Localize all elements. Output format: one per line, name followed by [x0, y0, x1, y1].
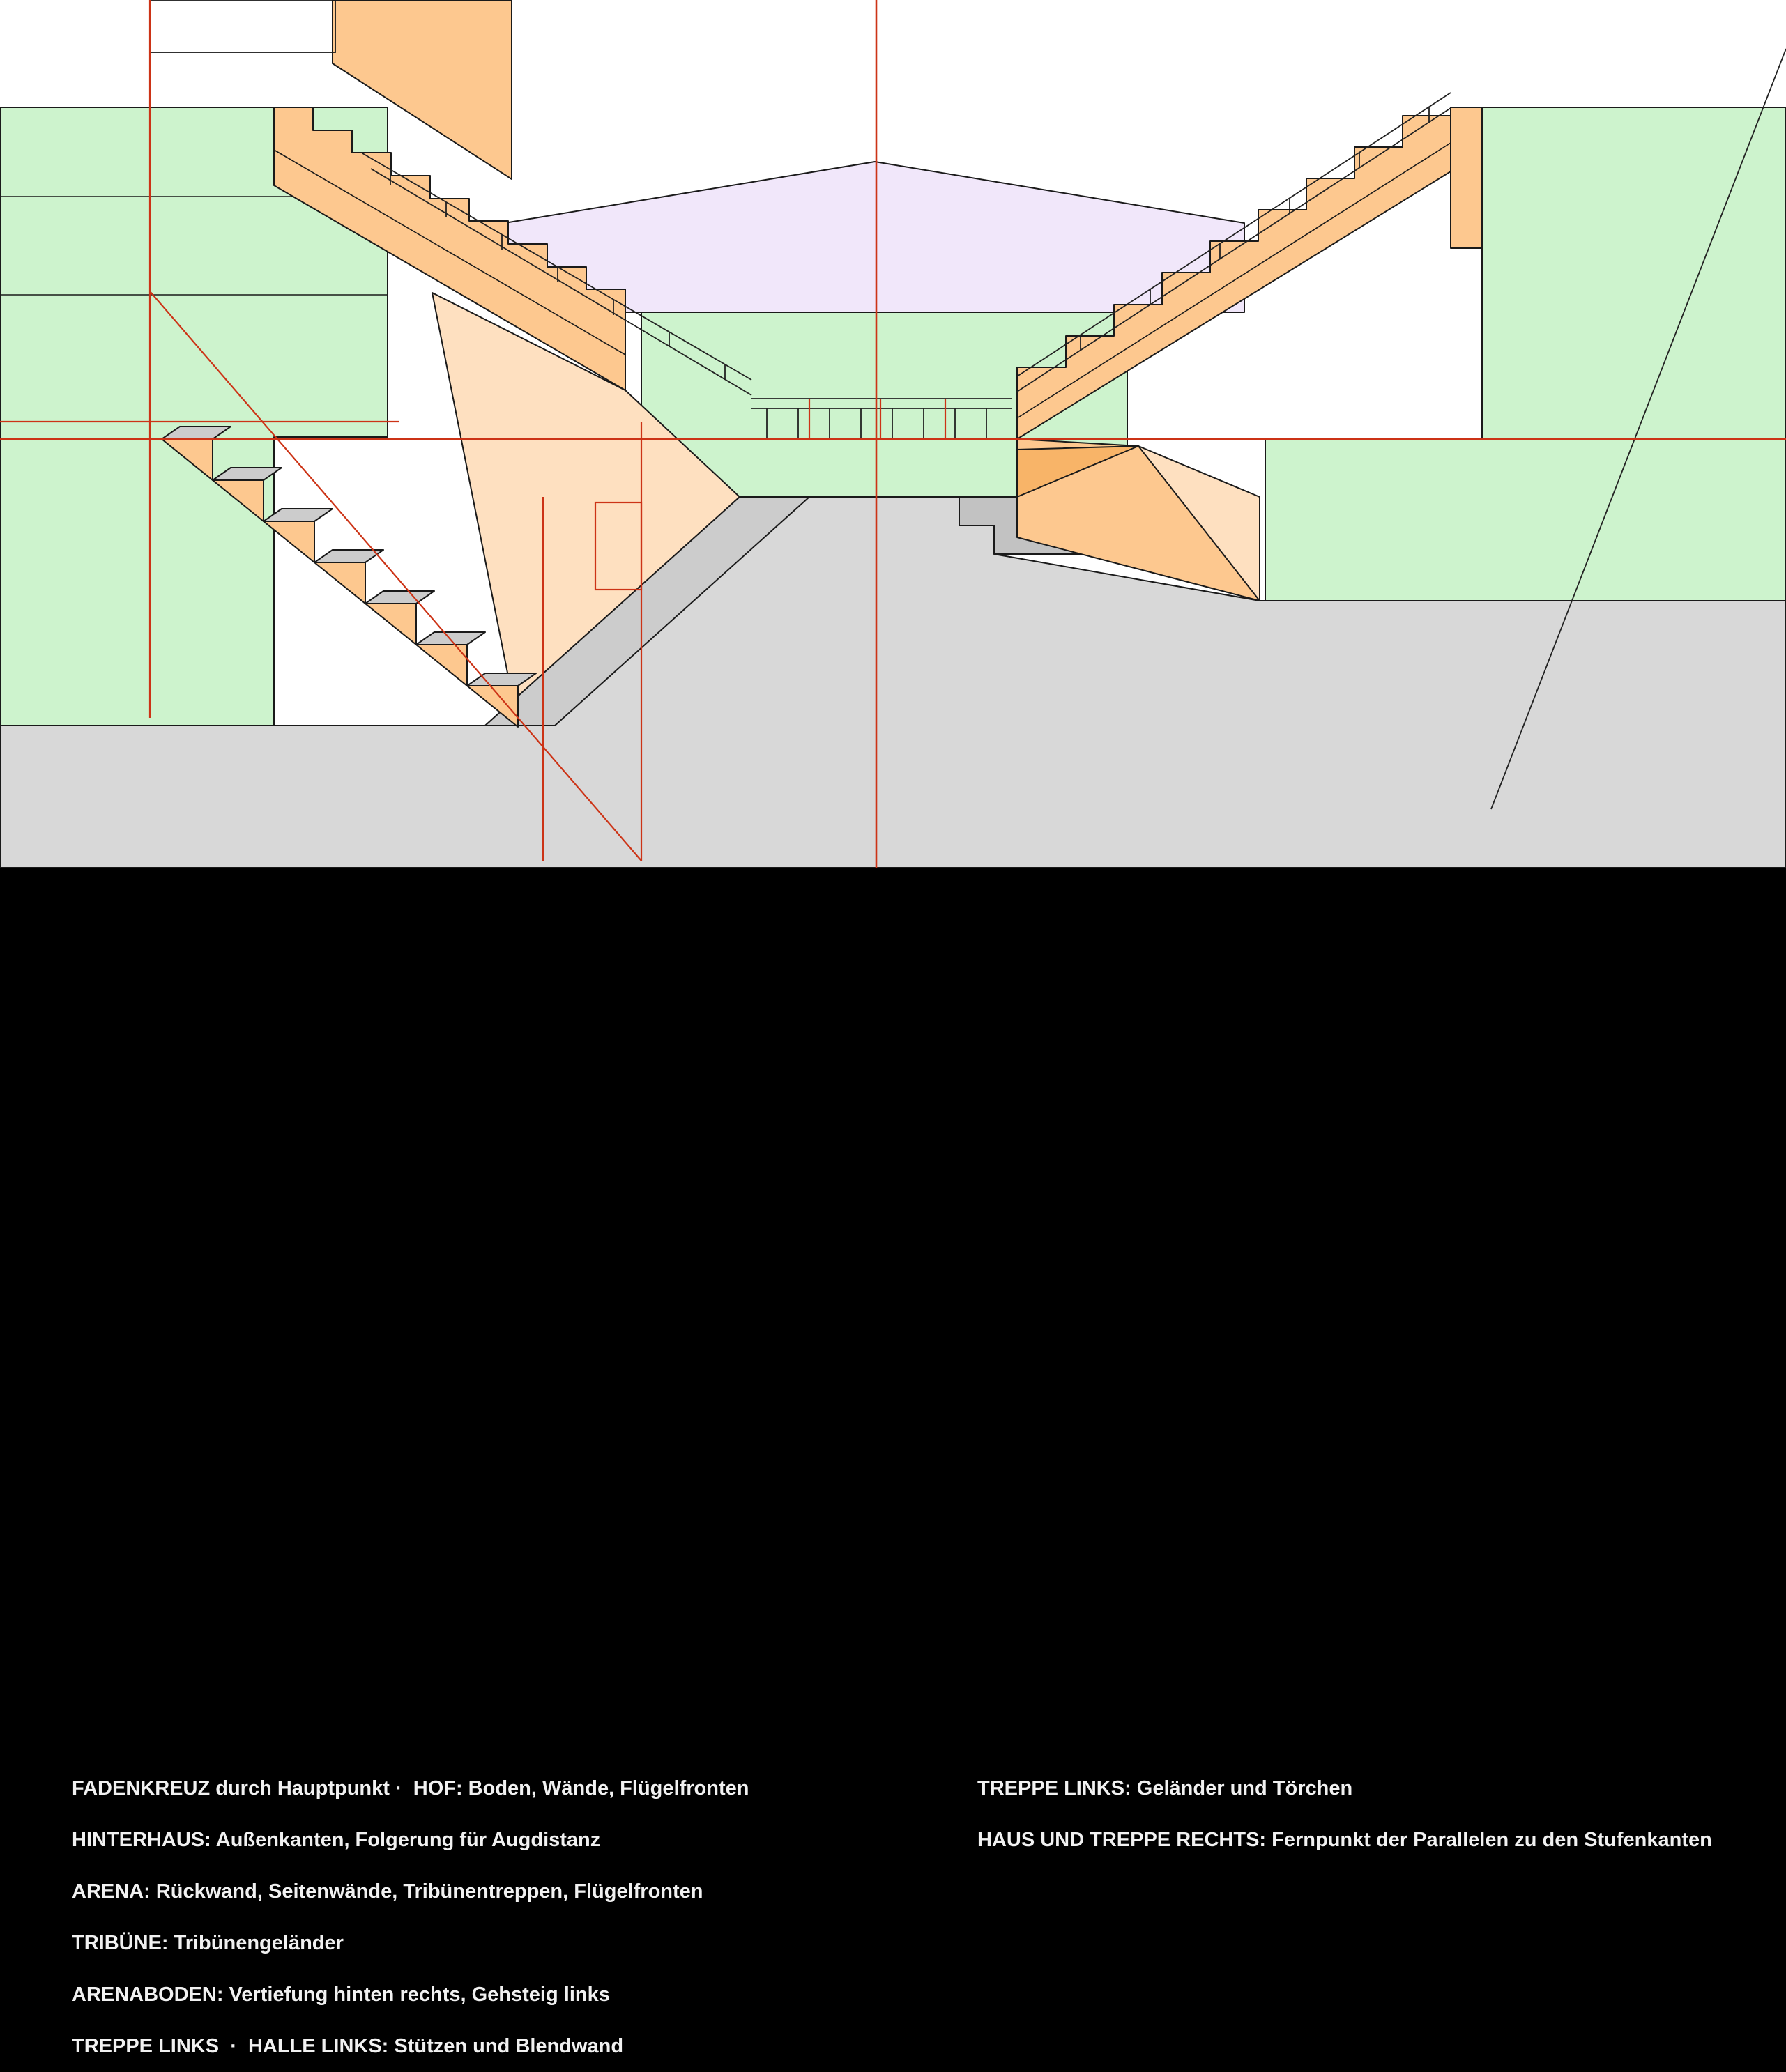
- caption-line: ARENABODEN: Vertiefung hinten rechts, Ge…: [72, 1983, 610, 2006]
- stair-tread: [314, 549, 384, 563]
- left-tribune-steps: [273, 107, 626, 391]
- right-tribune-row-line: [1016, 142, 1451, 419]
- caption-line: TRIBÜNE: Tribünengeländer: [72, 1932, 344, 1954]
- caption-line: HAUS UND TREPPE RECHTS: Fernpunkt der Pa…: [977, 1829, 1712, 1851]
- hall-roof: [504, 161, 1245, 313]
- caption-line: TREPPE LINKS: Geländer und Törchen: [977, 1777, 1353, 1799]
- left-railing-bottom: [370, 168, 752, 396]
- caption-line: ARENA: Rückwand, Seitenwände, Tribünentr…: [72, 1880, 703, 1903]
- stair-tread: [415, 631, 486, 645]
- right-railing-top: [1016, 92, 1451, 377]
- caption-line: FADENKREUZ durch Hauptpunkt · HOF: Boden…: [72, 1777, 749, 1799]
- vanishing-point-diagonal: [1490, 48, 1786, 810]
- stair-tread: [212, 467, 282, 481]
- left-railing-top: [362, 153, 752, 381]
- right-stair-shadow-face: [1016, 445, 1139, 498]
- red-stair-diagonal: [149, 291, 642, 861]
- caption-column-left: FADENKREUZ durch Hauptpunkt · HOF: Boden…: [72, 1763, 749, 2072]
- stair-tread: [466, 673, 537, 686]
- caption-line: TREPPE LINKS · HALLE LINKS: Stützen und …: [72, 2035, 624, 2057]
- caption-line: HINTERHAUS: Außenkanten, Folgerung für A…: [72, 1829, 601, 1851]
- right-railing-bottom: [1016, 107, 1451, 392]
- hinterhaus-roof-face: [332, 0, 512, 180]
- left-green-wall: [0, 107, 388, 726]
- right-stair-wing-face: [1138, 445, 1260, 601]
- walkway-left: [484, 496, 810, 726]
- right-tribune-steps: [1016, 115, 1451, 440]
- left-tribune-row-line: [273, 149, 626, 355]
- caption-column-right: TREPPE LINKS: Geländer und Törchen HAUS …: [977, 1763, 1712, 1866]
- red-gate-box: [594, 501, 643, 591]
- right-stair-top-face: [1450, 107, 1483, 249]
- stair-tread: [263, 508, 333, 522]
- perspective-drawing: [0, 0, 1786, 868]
